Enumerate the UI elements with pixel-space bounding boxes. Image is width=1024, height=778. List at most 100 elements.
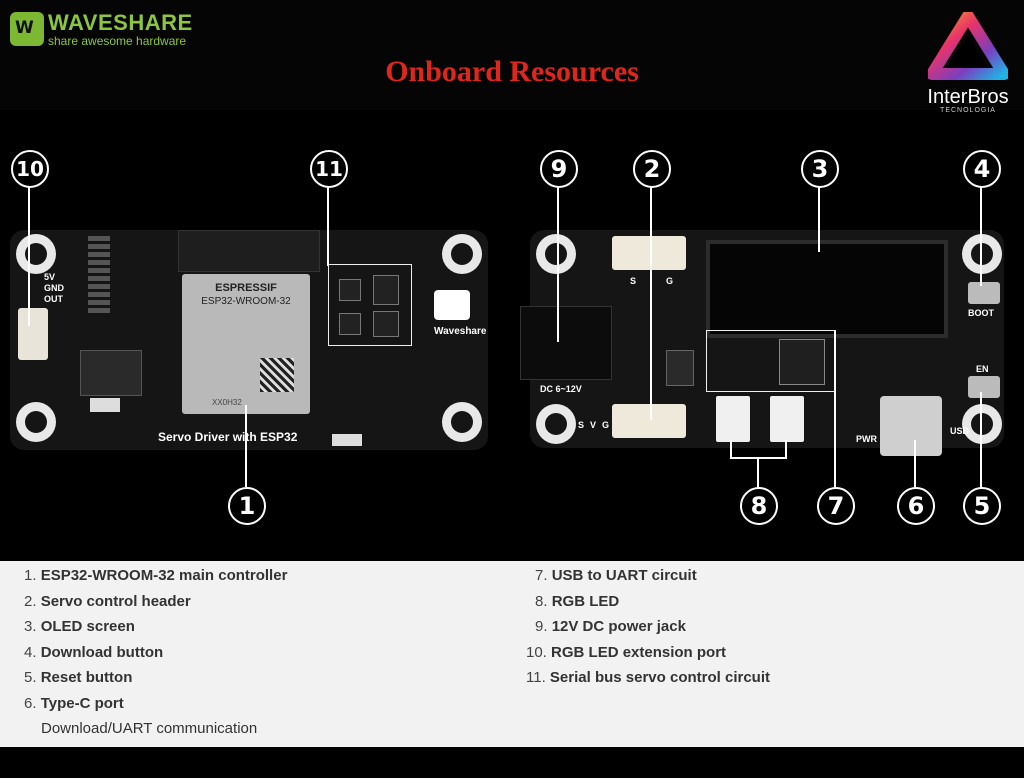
callout-line [834,330,836,488]
callout-line [980,186,982,286]
smd-component [332,434,362,446]
voltage-regulator [80,350,142,396]
type-c-port [880,396,942,456]
mount-hole [536,234,576,274]
esp32-module: ESPRESSIF ESP32-WROOM-32 XX0H32 [182,274,310,414]
list-item: 3. OLED screen [24,618,135,635]
callout-line [28,186,30,326]
legend-note: Download/UART communication [41,720,258,737]
servo-top-label-s: S [630,276,637,286]
callout-line [818,186,820,252]
callout-line [757,458,759,488]
board-front: ESPRESSIF ESP32-WROOM-32 XX0H32 5V GND O… [10,230,488,450]
servo-header-top [612,236,686,270]
serial-bus-servo-circuit [328,264,412,346]
board-logo-text: Waveshare [434,326,487,337]
usb-label: USB [950,426,970,436]
mount-hole [442,234,482,274]
mount-hole [536,404,576,444]
oled-screen [706,240,948,338]
waveshare-logo-icon: W [10,12,44,46]
servo-top-label-g: G [666,276,674,286]
dc-power-jack [520,306,612,380]
legend-left-list: 1. ESP32-WROOM-32 main controller 2. Ser… [24,563,287,742]
header: W WAVESHARE share awesome hardware Onboa… [0,0,1024,114]
mount-hole [962,234,1002,274]
callout-8: 8 [740,487,778,525]
mount-hole [16,234,56,274]
servo-bottom-label-v: V [590,420,597,430]
pwr-label: PWR [856,434,877,444]
callout-3: 3 [801,150,839,188]
waveshare-brand: WAVESHARE [48,10,193,35]
board-label: Servo Driver with ESP32 [158,430,298,444]
callout-11: 11 [310,150,348,188]
rgb-led-2 [770,396,804,442]
list-item: 1. ESP32-WROOM-32 main controller [24,567,288,584]
callout-6: 6 [897,487,935,525]
module-qr-icon [260,358,294,392]
ic-chip [339,313,361,335]
list-item: 2. Servo control header [24,592,191,610]
callout-line [980,392,982,488]
en-button[interactable] [968,376,1000,398]
resistor-array [88,236,110,316]
en-label: EN [976,364,989,374]
list-item: 9. 12V DC power jack [535,618,686,635]
pin-label-5v: 5V [44,272,56,282]
callout-line [245,405,247,487]
inductor [666,350,694,386]
callout-1: 1 [228,487,266,525]
callout-line [557,186,559,342]
callout-line [650,186,652,420]
pin-label-gnd: GND [44,283,64,293]
antenna [178,230,320,272]
callout-9: 9 [540,150,578,188]
mount-hole [442,402,482,442]
ic-chip [373,311,399,337]
callout-7: 7 [817,487,855,525]
callout-line [730,457,787,459]
servo-bottom-label-s: S [578,420,585,430]
boot-button[interactable] [968,282,1000,304]
list-item: 8. RGB LED [535,592,620,610]
interbros-subtitle: TECNOLOGIA [940,107,996,114]
pin-label-out: OUT [44,294,63,304]
module-code: XX0H32 [212,398,242,407]
callout-line [914,440,916,488]
callout-line [785,440,787,458]
list-item: 6. Type-C port [24,694,124,712]
board-logo-icon [434,290,470,320]
smd-component [90,398,120,412]
mount-hole [962,404,1002,444]
callout-4: 4 [963,150,1001,188]
usb-to-uart-circuit [706,330,836,392]
list-item: 5. Reset button [24,669,133,686]
list-item: 10. RGB LED extension port [526,643,727,661]
interbros-logo-icon [928,12,1008,80]
callout-5: 5 [963,487,1001,525]
list-item: 7. USB to UART circuit [535,567,697,584]
rgb-led-1 [716,396,750,442]
board-back: DC 6~12V S G S V G PWR USB BOOT EN [520,230,1004,456]
ic-chip [779,339,825,385]
callout-line [730,440,732,458]
callout-line [327,186,329,266]
ic-chip [339,279,361,301]
dc-label: DC 6~12V [540,384,582,394]
rgb-extension-connector [18,308,48,360]
interbros-brand: InterBros [927,86,1009,108]
waveshare-tagline: share awesome hardware [48,34,187,48]
module-brand: ESPRESSIF [215,282,277,294]
mount-hole [16,402,56,442]
ic-chip [373,275,399,305]
servo-header-bottom [612,404,686,438]
boot-label: BOOT [968,308,994,318]
page-title: Onboard Resources [385,55,639,88]
callout-10: 10 [11,150,49,188]
list-item: 4. Download button [24,643,164,661]
list-item: 11. Serial bus servo control circuit [526,669,770,686]
module-name: ESP32-WROOM-32 [201,296,291,307]
legend-panel: 1. ESP32-WROOM-32 main controller 2. Ser… [0,561,1024,747]
callout-2: 2 [633,150,671,188]
